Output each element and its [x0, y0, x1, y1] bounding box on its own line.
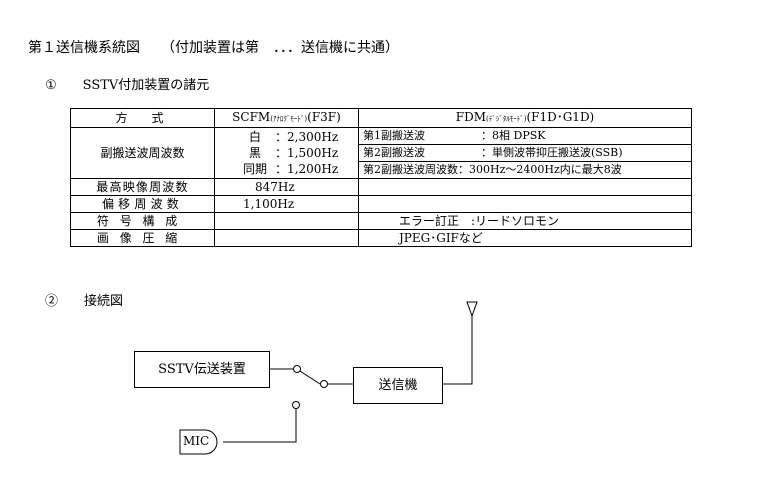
switch-contact-sstv — [293, 365, 301, 373]
switch-contact-mic — [292, 401, 300, 409]
row-label-deviation: 偏移周波数 — [70, 195, 215, 213]
header-scfm: SCFM(ｱﾅﾛｸﾞﾓｰﾄﾞ)(F3F) — [214, 108, 359, 128]
subcarrier-key-white: 白 — [248, 130, 261, 144]
row-label-max-video-freq: 最高映像周波数 — [70, 178, 215, 196]
transmitter-box: 送信機 — [353, 367, 443, 404]
subcarrier-val-black: ：1,500Hz — [275, 146, 339, 160]
mic-icon — [179, 429, 218, 455]
wire-tx-to-antenna — [443, 316, 473, 385]
row-scfm-max-video-freq: 847Hz — [214, 178, 359, 196]
header-fdm-sub: (ﾃﾞｼﾞﾀﾙﾓｰﾄﾞ) — [485, 115, 527, 123]
header-scfm-sub: (ｱﾅﾛｸﾞﾓｰﾄﾞ) — [270, 115, 308, 123]
header-fdm-tail: (F1D･G1D) — [526, 110, 595, 124]
subcarrier-label: 副搬送波周波数 — [70, 127, 215, 179]
table-row: 画像圧縮 JPEG･GIFなど — [70, 229, 692, 247]
spec-table: 方 式 SCFM(ｱﾅﾛｸﾞﾓｰﾄﾞ)(F3F) FDM(ﾃﾞｼﾞﾀﾙﾓｰﾄﾞ)… — [70, 108, 692, 247]
subcarrier-val-white: ：2,300Hz — [275, 130, 339, 144]
switch-lever — [299, 370, 321, 385]
subcarrier-fdm: 第1副搬送波 ：8相 DPSK 第2副搬送波 ：単側波帯抑圧搬送波(SSB) 第2副… — [358, 127, 692, 179]
row-label-compression: 画像圧縮 — [70, 229, 215, 247]
section-heading-diagram: ② 接続図 — [45, 294, 124, 309]
fdm-key-3: 第2副搬送波周波数 — [363, 163, 458, 176]
antenna-icon — [466, 301, 478, 318]
header-fdm-main: FDM — [455, 110, 486, 124]
row-fdm-compression: JPEG･GIFなど — [358, 229, 692, 247]
header-scfm-main: SCFM — [232, 110, 271, 124]
subcarrier-key-sync: 同期 — [242, 162, 267, 176]
fdm-val-3: ：300Hz～2400Hz内に最大8波 — [458, 163, 622, 176]
table-header-row: 方 式 SCFM(ｱﾅﾛｸﾞﾓｰﾄﾞ)(F3F) FDM(ﾃﾞｼﾞﾀﾙﾓｰﾄﾞ)… — [70, 108, 692, 128]
subcarrier-val-sync: ：1,200Hz — [275, 162, 339, 176]
fdm-val-1: ：8相 DPSK — [481, 129, 546, 142]
fdm-val-2: ：単側波帯抑圧搬送波(SSB) — [481, 146, 623, 159]
switch-contact-tx — [320, 380, 328, 388]
header-scfm-tail: (F3F) — [307, 110, 341, 124]
page-title: 第１送信機系統図 （付加装置は第 ．．．送信機に共通） — [28, 40, 399, 56]
subcarrier-scfm: 白 ：2,300Hz 黒 ：1,500Hz 同期 ：1,200Hz — [214, 127, 359, 179]
mic-label: MIC — [183, 434, 210, 448]
section-heading-specs: ① SSTV付加装置の諸元 — [45, 78, 210, 93]
fdm-key-2: 第2副搬送波 — [363, 146, 425, 159]
sstv-device-box: SSTV伝送装置 — [134, 351, 270, 388]
table-row-subcarrier: 副搬送波周波数 白 ：2,300Hz 黒 ：1,500Hz 同期 ：1,200Hz 第… — [70, 127, 692, 179]
table-row: 最高映像周波数 847Hz — [70, 178, 692, 196]
table-row: 符号構成 エラー訂正 :リードソロモン — [70, 212, 692, 230]
fdm-key-1: 第1副搬送波 — [363, 129, 425, 142]
wire-mic-to-switch — [223, 408, 297, 443]
subcarrier-key-black: 黒 — [248, 146, 261, 160]
